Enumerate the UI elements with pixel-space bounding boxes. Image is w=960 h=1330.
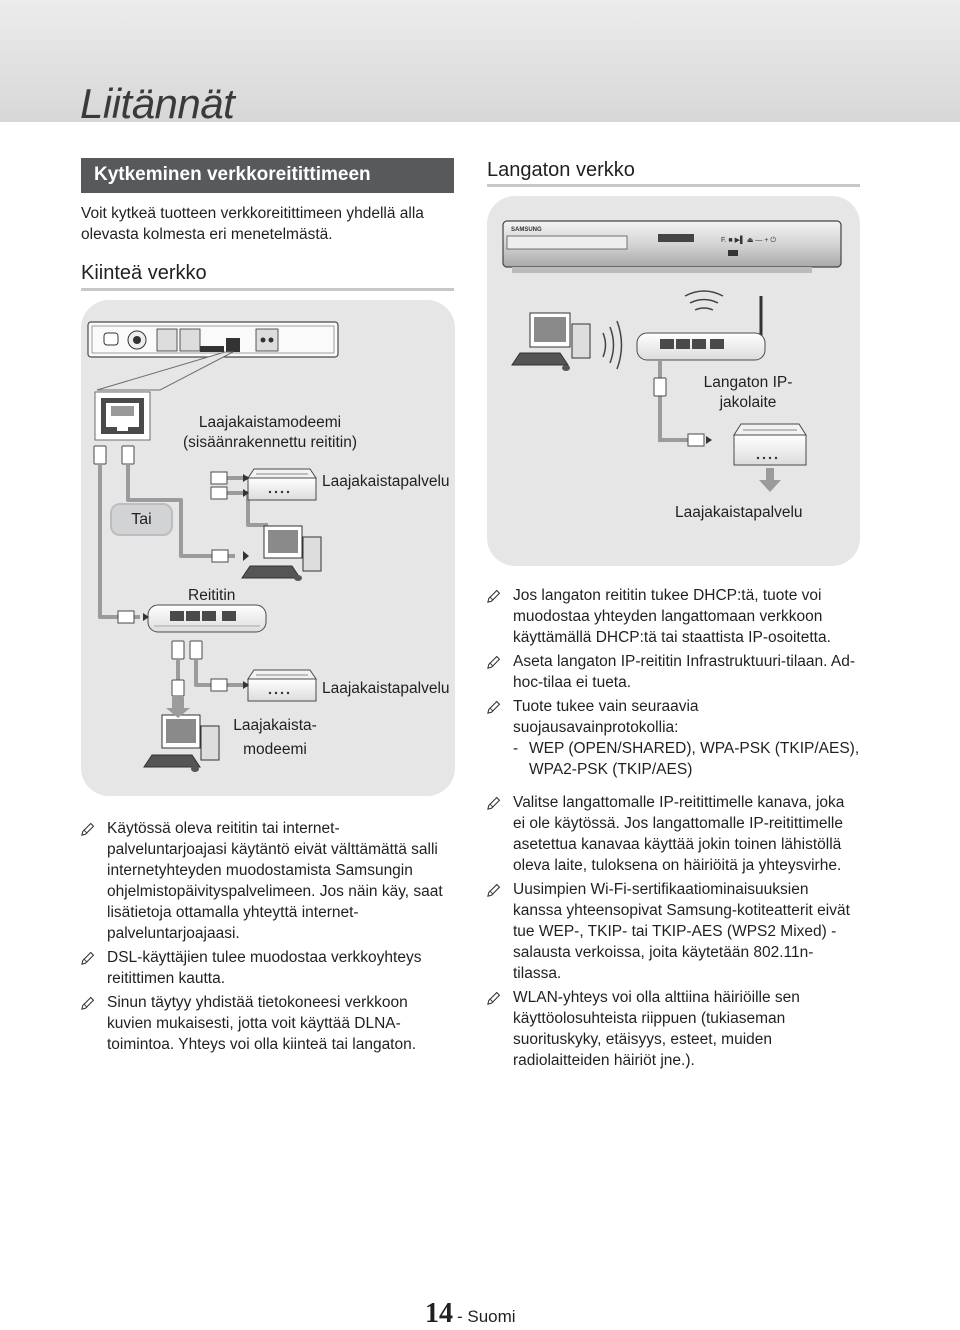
label-broadband-service-2: Laajakaistapalvelu (322, 680, 450, 697)
wireless-rj45-plugs (653, 377, 705, 447)
note-pencil-icon (487, 701, 500, 714)
security-protocols: - WEP (OPEN/SHARED), WPA-PSK (TKIP/AES),… (513, 740, 860, 778)
note-pencil-icon (81, 997, 94, 1010)
wireless-note-1: Jos langaton reititin tukee DHCP:tä, tuo… (487, 585, 860, 648)
wireless-arrow (706, 436, 712, 444)
security-protocols-text: WEP (OPEN/SHARED), WPA-PSK (TKIP/AES), W… (529, 740, 860, 778)
wifi-signal-icon (684, 290, 724, 311)
broadband-modem-1 (247, 468, 317, 501)
computer-2 (143, 714, 220, 772)
wired-note-1: Käytössä oleva reititin tai internet-pal… (81, 818, 456, 944)
wireless-note-2: Aseta langaton IP-reititin Infrastruktuu… (487, 651, 860, 693)
label-wireless-ap-text: Langaton IP- jakolaite (703, 374, 793, 411)
note-pencil-icon (487, 590, 500, 603)
label-broadband-modem-text: Laajakaista- modeemi (233, 717, 317, 758)
wireless-note-6: WLAN-yhteys voi olla alttiina häiriöille… (487, 987, 860, 1071)
wireless-note-4-text: Valitse langattomalle IP-reitittimelle k… (513, 794, 845, 874)
subheading-wireless: Langaton verkko (487, 159, 635, 181)
broadband-modem-2 (247, 669, 317, 702)
wireless-heading-rule (487, 184, 860, 187)
wireless-note-5: Uusimpien Wi-Fi-sertifikaatiominaisuuksi… (487, 879, 860, 984)
label-wireless-broadband-service: Laajakaistapalvelu (675, 504, 803, 521)
page-number: 14 (425, 1298, 453, 1329)
subheading-wired: Kiinteä verkko (81, 262, 207, 284)
note-pencil-icon (487, 992, 500, 1005)
section-heading-wired-connection: Kytkeminen verkkoreitittimeen (94, 164, 371, 185)
wireless-service-arrow (759, 468, 781, 492)
label-broadband-service-1: Laajakaistapalvelu (322, 473, 450, 490)
wired-note-1-text: Käytössä oleva reititin tai internet-pal… (107, 820, 443, 942)
router (147, 604, 267, 633)
svg-text:F. ■ ▶▌ ⏏ — + ⏻: F. ■ ▶▌ ⏏ — + ⏻ (721, 235, 776, 245)
wireless-note-1-text: Jos langaton reititin tukee DHCP:tä, tuo… (513, 587, 831, 646)
wired-note-2: DSL-käyttäjien tulee muodostaa verkkoyht… (81, 947, 456, 989)
wireless-note-4: Valitse langattomalle IP-reitittimelle k… (487, 792, 860, 876)
device-brand-logo: SAMSUNG (511, 227, 542, 233)
intro-text: Voit kytkeä tuotteen verkkoreitittimeen … (81, 205, 424, 243)
note-pencil-icon (487, 656, 500, 669)
label-broadband-modem: Laajakaista- modeemi (220, 714, 330, 762)
note-pencil-icon (81, 823, 94, 836)
note-pencil-icon (81, 952, 94, 965)
label-modem-router: Laajakaistamodeemi (sisäänrakennettu rei… (160, 413, 380, 453)
wireless-notes: Jos langaton reititin tukee DHCP:tä, tuo… (487, 585, 860, 1074)
wireless-note-6-text: WLAN-yhteys voi olla alttiina häiriöille… (513, 989, 800, 1069)
section-heading-bar: Kytkeminen verkkoreitittimeen (81, 158, 454, 193)
wired-note-2-text: DSL-käyttäjien tulee muodostaa verkkoyht… (107, 949, 422, 987)
rj45-plugs (93, 445, 229, 697)
wired-note-3: Sinun täytyy yhdistää tietokoneesi verkk… (81, 992, 456, 1055)
device-back-panel (87, 321, 339, 358)
wireless-note-2-text: Aseta langaton IP-reititin Infrastruktuu… (513, 653, 856, 691)
wired-notes: Käytössä oleva reititin tai internet-pal… (81, 818, 456, 1058)
wireless-access-point (636, 296, 766, 361)
computer-1 (241, 525, 322, 581)
router-to-pc-arrow (166, 697, 190, 718)
blu-ray-player-front: F. ■ ▶▌ ⏏ — + ⏻ (502, 220, 842, 273)
subheading-rule (81, 288, 454, 291)
wired-note-3-text: Sinun täytyy yhdistää tietokoneesi verkk… (107, 994, 417, 1053)
label-or-pill: Tai (110, 503, 173, 536)
lan-port-closeup (94, 391, 151, 441)
wireless-note-5-text: Uusimpien Wi-Fi-sertifikaatiominaisuuksi… (513, 881, 850, 982)
wireless-signal-arcs (602, 320, 623, 370)
label-router: Reititin (188, 587, 236, 604)
wireless-note-3: Tuote tukee vain seuraavia suojausavainp… (487, 696, 860, 738)
page-title: Liitännät (80, 80, 235, 127)
page-language: - Suomi (457, 1307, 516, 1326)
header-band (0, 0, 960, 122)
note-pencil-icon (487, 797, 500, 810)
wireless-computer (511, 312, 591, 371)
label-wireless-ap: Langaton IP- jakolaite (686, 373, 810, 413)
wireless-broadband-modem (733, 423, 807, 466)
label-modem-router-text: Laajakaistamodeemi (sisäänrakennettu rei… (182, 414, 358, 451)
wireless-note-3-text: Tuote tukee vain seuraavia suojausavainp… (513, 698, 699, 736)
note-pencil-icon (487, 884, 500, 897)
